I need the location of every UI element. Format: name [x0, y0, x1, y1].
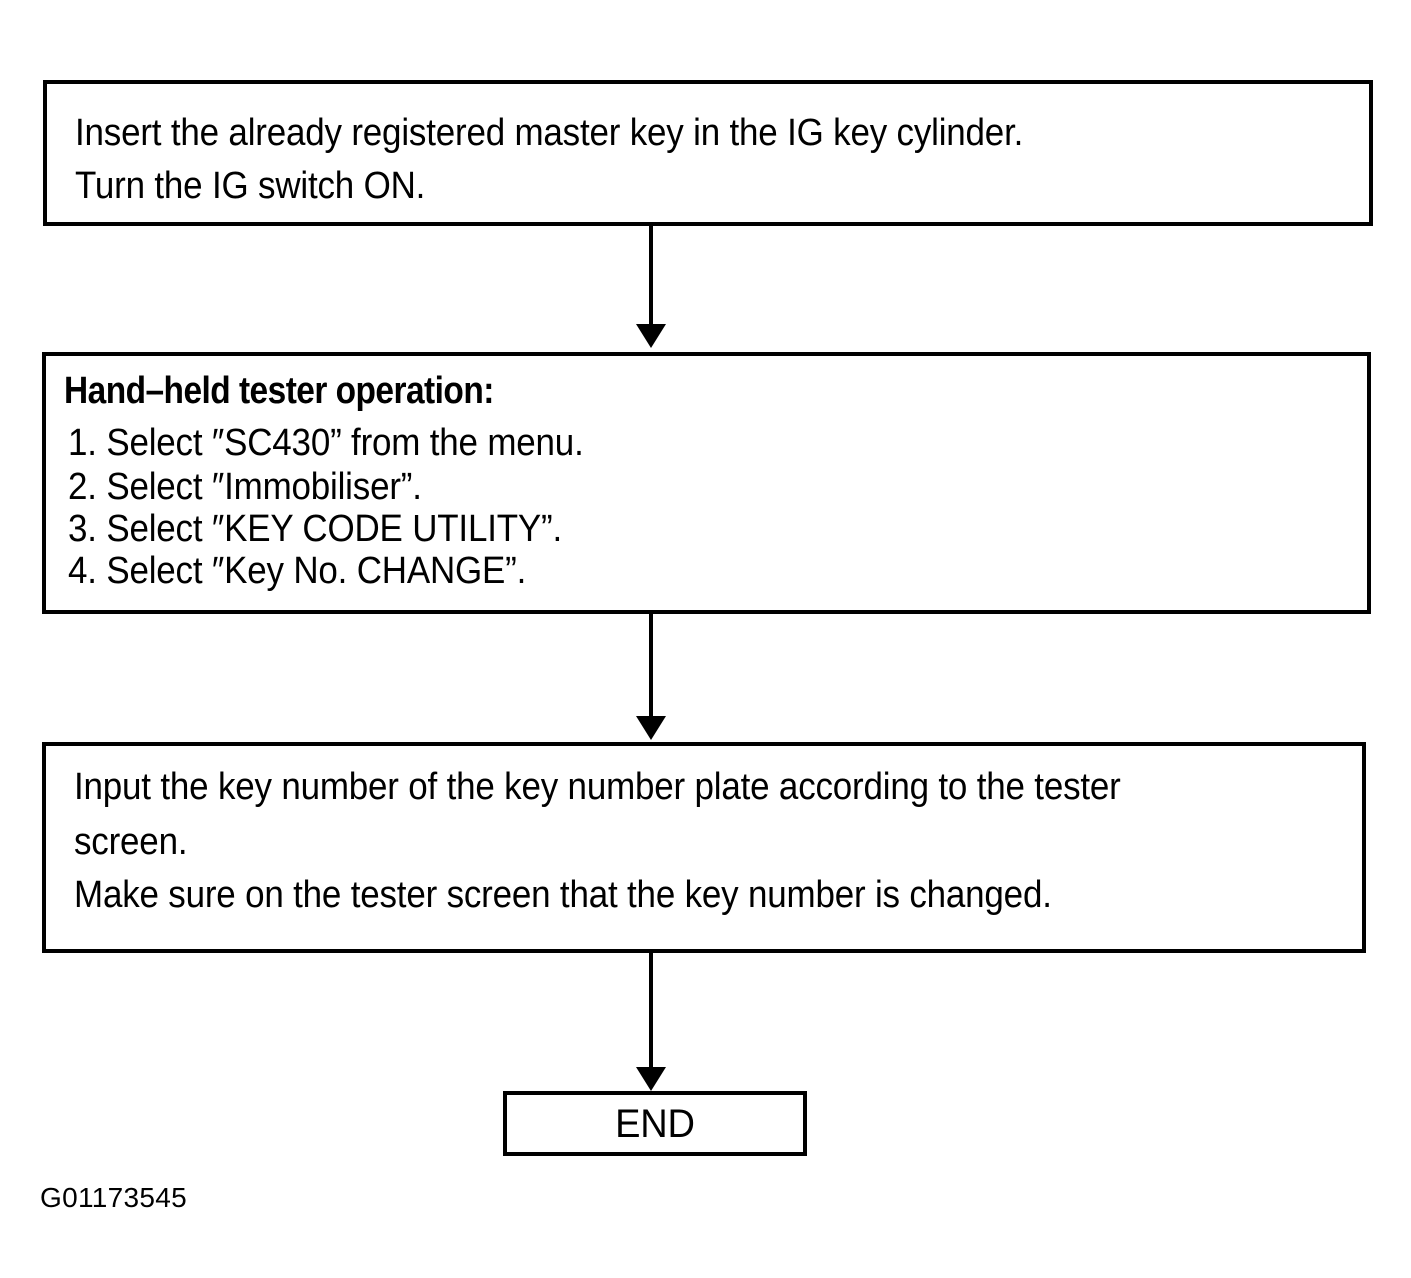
flow-node-input-key-number: Input the key number of the key number p… [42, 742, 1366, 953]
input-line-2: screen. [74, 821, 188, 863]
start-line-1: Insert the already registered master key… [75, 112, 1024, 154]
tester-step-1: 1. Select ″SC430” from the menu. [68, 422, 584, 464]
connector-tester-to-input [631, 614, 671, 740]
start-line-2: Turn the IG switch ON. [75, 165, 426, 207]
tester-operation-heading: Hand–held tester operation: [64, 370, 494, 412]
arrowhead-down-icon [636, 324, 666, 348]
tester-step-3: 3. Select ″KEY CODE UTILITY”. [68, 508, 563, 550]
figure-id-label: G01173545 [40, 1182, 187, 1213]
connector-shaft [649, 614, 653, 718]
tester-step-4: 4. Select ″Key No. CHANGE”. [68, 550, 527, 592]
flow-node-start: Insert the already registered master key… [43, 80, 1373, 226]
arrowhead-down-icon [636, 716, 666, 740]
input-line-1: Input the key number of the key number p… [74, 766, 1121, 808]
end-label: END [615, 1101, 695, 1146]
flow-node-tester-operation: Hand–held tester operation: 1. Select ″S… [42, 352, 1371, 614]
arrowhead-down-icon [636, 1067, 666, 1091]
flow-node-end: END [503, 1091, 807, 1156]
connector-shaft [649, 953, 653, 1069]
connector-input-to-end [631, 953, 671, 1091]
connector-start-to-tester [631, 226, 671, 348]
connector-shaft [649, 226, 653, 326]
tester-step-2: 2. Select ″Immobiliser”. [68, 466, 422, 508]
input-line-3: Make sure on the tester screen that the … [74, 874, 1052, 916]
